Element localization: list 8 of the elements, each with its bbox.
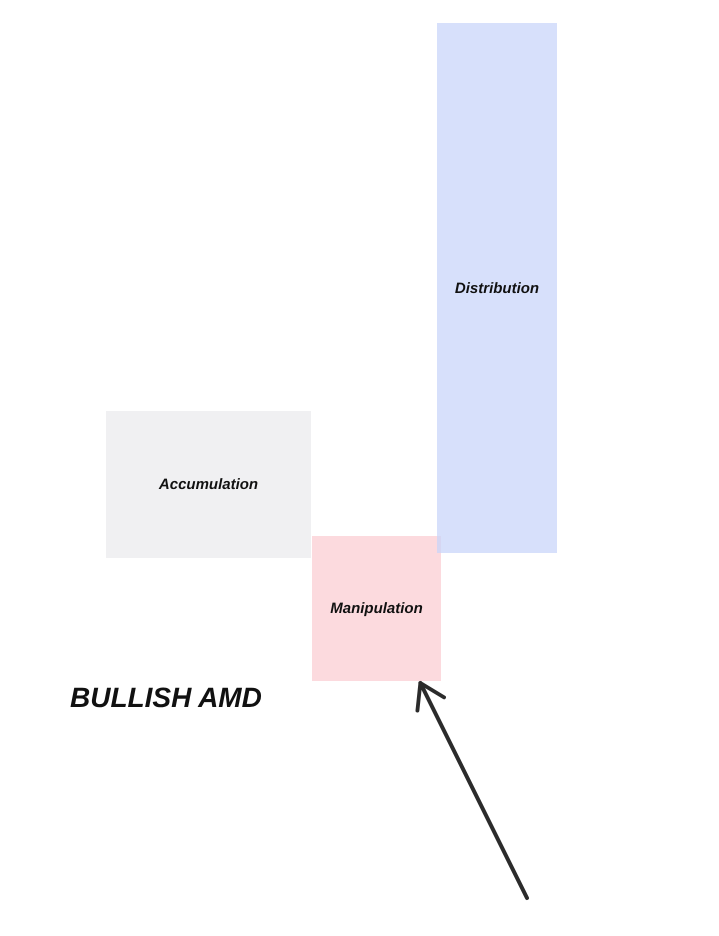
diagram-title: BULLISH AMD	[70, 682, 262, 714]
shaded-block	[437, 23, 557, 553]
phase-label: Manipulation	[330, 600, 423, 617]
shaded-block	[106, 411, 311, 558]
phase-label: Distribution	[454, 280, 540, 296]
arrow	[416, 681, 529, 900]
shaded-block	[312, 536, 441, 681]
phase-label: Accumulation	[158, 476, 258, 493]
